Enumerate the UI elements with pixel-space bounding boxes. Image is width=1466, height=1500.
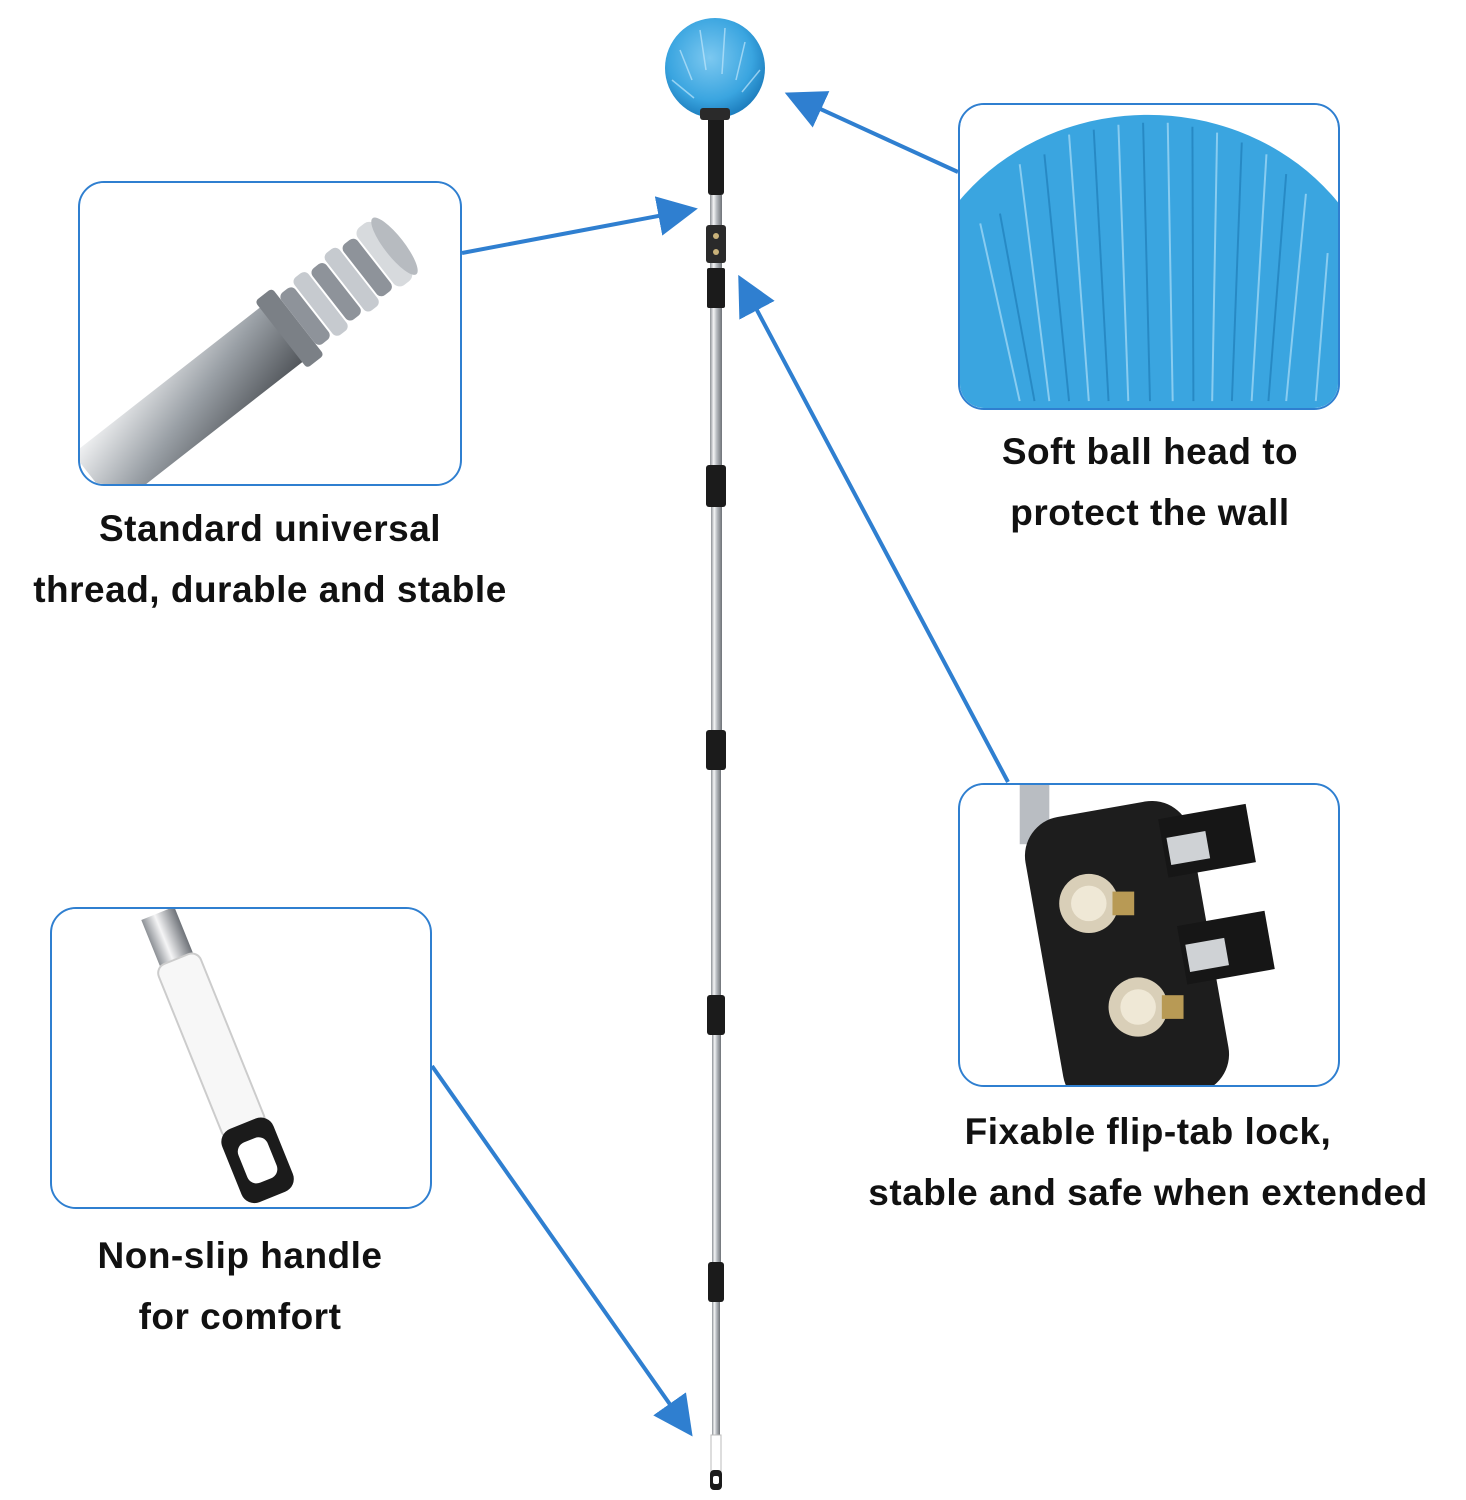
arrow-ball-head [784, 91, 959, 174]
arrow-thread [461, 196, 698, 255]
thumb-screw [1108, 977, 1184, 1037]
ball-head-caption: Soft ball head to protect the wall [930, 421, 1370, 543]
caption-line: for comfort [138, 1296, 342, 1337]
lock-caption: Fixable flip-tab lock, stable and safe w… [830, 1101, 1466, 1223]
caption-line: stable and safe when extended [868, 1172, 1428, 1213]
arrow-handle [430, 1064, 693, 1437]
white-handle-icon [52, 909, 430, 1207]
caption-line: Standard universal [98, 508, 442, 549]
caption-line: Non-slip handle [97, 1235, 383, 1276]
pole-collar [708, 1262, 724, 1302]
callout-arrows [430, 91, 1010, 1437]
flip-tab-lock-icon [960, 785, 1338, 1085]
caption-line: Fixable flip-tab lock, [964, 1111, 1332, 1152]
ball-brush-head [665, 18, 765, 195]
thread-caption: Standard universal thread, durable and s… [0, 498, 540, 620]
lock-detail-photo [958, 783, 1340, 1087]
pole [706, 195, 726, 1490]
threaded-tip-icon [80, 183, 460, 484]
thread-detail-photo [78, 181, 462, 486]
handle-caption: Non-slip handle for comfort [40, 1225, 440, 1347]
handle-detail-photo [50, 907, 432, 1209]
pole-collar [707, 995, 725, 1035]
thumb-screw [1059, 873, 1135, 934]
caption-line: Soft ball head to [1001, 431, 1299, 472]
arrow-lock [738, 274, 1010, 783]
blue-bristle-ball-icon [960, 105, 1338, 408]
ball-head-detail-photo [958, 103, 1340, 410]
handle-grip [710, 1434, 722, 1474]
caption-line: protect the wall [1010, 492, 1290, 533]
pole-collar [706, 465, 726, 507]
flip-tab-lock [706, 225, 726, 263]
pole-collar [706, 730, 726, 770]
caption-line: thread, durable and stable [33, 569, 507, 610]
